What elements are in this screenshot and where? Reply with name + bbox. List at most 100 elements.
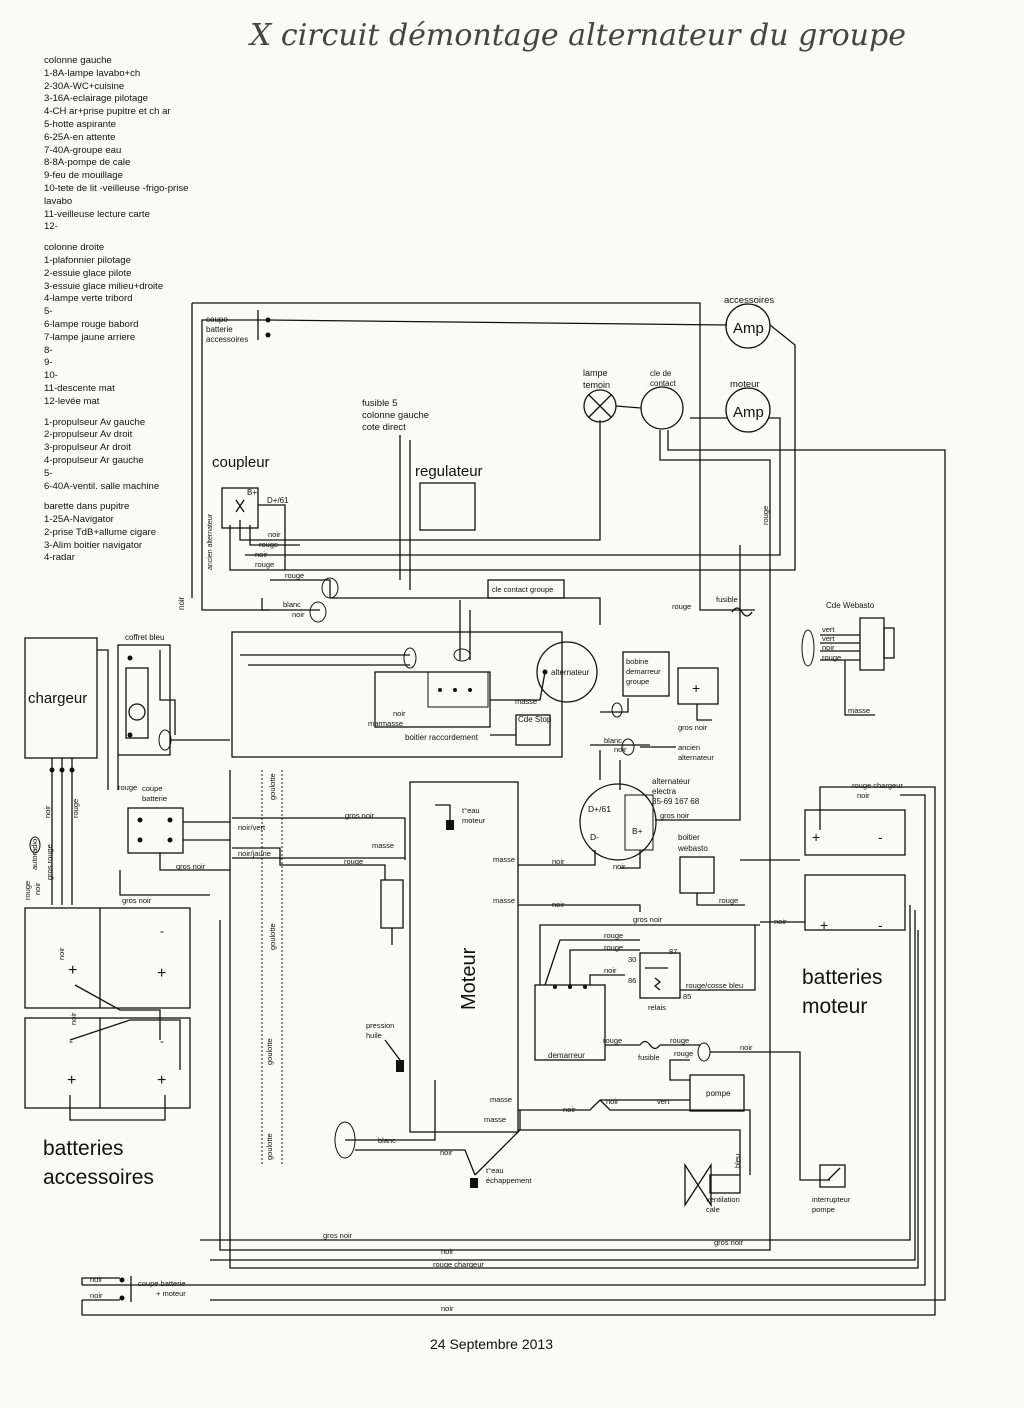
coupleur: coupleur B+ D+/61 ancien alternateur noi…	[207, 454, 300, 570]
wire-label: noir	[255, 550, 268, 559]
legend-line: 4-CH ar+prise pupitre et ch ar	[44, 106, 171, 118]
component-label: demarreur	[548, 1051, 585, 1060]
pression-huile: pression huile	[366, 1021, 404, 1072]
wire-label: gros noir	[122, 896, 152, 905]
relay-pin: 30	[628, 955, 636, 964]
wire-label: noir	[90, 1275, 103, 1284]
wire-label: noir	[57, 947, 66, 960]
component-label: pression	[366, 1021, 394, 1030]
legend-line: 1-8A-lampe lavabo+ch	[44, 67, 141, 79]
handwritten-title: X circuit démontage alternateur du group…	[248, 18, 906, 53]
wire-label: noir	[822, 643, 835, 652]
wire-label: noir	[440, 1148, 453, 1157]
minus-sign: -	[160, 924, 164, 938]
cde-webasto: Cde Webasto vert vert noir rouge masse	[801, 601, 895, 716]
moteur-title: Moteur	[458, 947, 480, 1010]
coupe-batterie: coupe batterie gros noir gros noir	[119, 784, 230, 905]
coupe-batterie-moteur: noir noir coupe batterie + moteur	[81, 1275, 186, 1302]
legend-line: 6-25A-en attente	[44, 131, 116, 143]
component-label: 35-69 167 68	[652, 797, 700, 806]
wire-label: rouge	[23, 881, 32, 900]
component-label: lampe	[583, 368, 608, 378]
component-label: coupe	[142, 784, 162, 793]
component-label: huile	[366, 1031, 382, 1040]
wire-label: rouge	[344, 857, 363, 866]
wire-label: noir	[441, 1247, 454, 1256]
component-label: electra	[652, 787, 677, 796]
bottom-wire-labels: gros noir gros noir noir rouge chargeur …	[323, 1231, 744, 1313]
amp-text: Amp	[733, 404, 764, 421]
wire-label: goulotte	[268, 773, 277, 800]
wire-label: rouge	[285, 571, 304, 580]
legend-line: 7-lampe jaune arriere	[44, 331, 136, 343]
component-label: échappement	[486, 1176, 532, 1185]
wire-label: gros noir	[678, 723, 708, 732]
component-label: batterie	[206, 325, 233, 334]
component-label: webasto	[677, 844, 708, 853]
component-label: Cde Stop	[518, 715, 552, 724]
component-label: ancien	[678, 743, 700, 752]
wire-label: noir	[177, 596, 186, 610]
ventilation-cale: ventilation cale	[684, 1162, 741, 1214]
left-to-moteur-wires: noir/vert noir/jaune gros noir masse rou…	[232, 770, 406, 1165]
plus-sign: +	[157, 1072, 166, 1089]
legend-block: colonne gauche 1-8A-lampe lavabo+ch 2-30…	[44, 55, 244, 565]
wire-label: autoradio	[30, 839, 39, 870]
boitier-raccordement: boitier raccordement marmasse noir	[231, 600, 563, 758]
batteries-moteur: + - + - batteries moteur rouge chargeur …	[740, 781, 906, 1018]
amp-text: Amp	[733, 320, 764, 337]
wire-label: noir/vert	[238, 823, 266, 832]
lampe-temoin: lampe temoin	[583, 368, 617, 423]
alternateur-groupe: alternateur masse Cde Stop	[490, 641, 598, 746]
component-label: temoin	[583, 380, 610, 390]
wire-label: goulotte	[265, 1133, 274, 1160]
wire-label: vert	[822, 634, 835, 643]
coupe-batterie-accessoires: coupe batterie accessoires	[206, 310, 271, 344]
component-label: colonne gauche	[362, 410, 429, 421]
legend-line: 4-radar	[44, 552, 75, 564]
battery-title: moteur	[802, 995, 867, 1018]
terminal-label: D+/61	[267, 496, 289, 505]
component-label: boitier	[678, 833, 700, 842]
plus-sign: +	[820, 917, 828, 933]
component-label: groupe	[626, 677, 649, 686]
wire-label: rouge chargeur	[852, 781, 903, 790]
component-label: ventilation	[706, 1195, 740, 1204]
wire-label: rouge	[71, 799, 80, 818]
wire-label: rouge	[672, 602, 691, 611]
cle-de-contact: cle de contact	[615, 369, 684, 430]
wire-label: rouge/cosse bleu	[686, 981, 743, 990]
legend-colonne-gauche: colonne gauche 1-8A-lampe lavabo+ch 2-30…	[44, 55, 244, 234]
relay-pin: 86	[628, 976, 636, 985]
wire-label: vert	[822, 625, 835, 634]
component-label: moteur	[462, 816, 486, 825]
legend-line: 4-lampe verte tribord	[44, 293, 133, 305]
wire-label: rouge	[118, 783, 137, 792]
chargeur: chargeur noir rouge autoradio gros rouge…	[23, 637, 109, 905]
wire-label: rouge	[604, 931, 623, 940]
component-label: contact	[650, 379, 677, 388]
wire-label: rouge	[603, 1036, 622, 1045]
legend-line: 5-hotte aspirante	[44, 118, 116, 130]
legend-propulseurs: 1-propulseur Av gauche 2-propulseur Av d…	[44, 417, 244, 494]
legend-line: 10-	[44, 370, 58, 382]
wire-label: noir	[33, 882, 42, 895]
moteur-block: Moteur t°eau moteur masse masse noir mas…	[409, 781, 641, 1133]
component-label: cle contact groupe	[492, 585, 553, 594]
wire-label: gros noir	[660, 811, 690, 820]
ammeter-label: accessoires	[724, 295, 774, 306]
outer-wires	[81, 302, 946, 1316]
component-label: relais	[648, 1003, 666, 1012]
component-label: coupe	[206, 315, 228, 324]
wire-label: gros noir	[176, 862, 206, 871]
legend-line: 2-essuie glace pilote	[44, 267, 132, 279]
ancien-alternateur-wires: blanc noir ancien alternateur	[590, 736, 714, 762]
legend-line: 9-	[44, 357, 53, 369]
legend-line: 5-	[44, 306, 53, 318]
terminal-label: B+	[632, 826, 643, 836]
component-label: boitier raccordement	[405, 733, 479, 742]
component-title: regulateur	[415, 463, 483, 480]
component-label: alternateur	[551, 668, 590, 677]
wire-label: masse	[493, 896, 515, 905]
component-label: fusible 5	[362, 398, 397, 409]
